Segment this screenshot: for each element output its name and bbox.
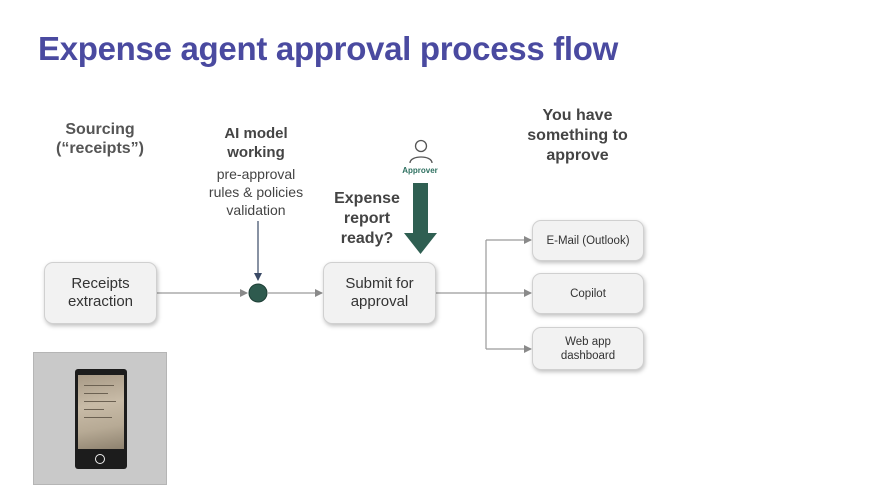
person-outline-icon: [409, 139, 433, 164]
expense-ready-question: Expense report ready?: [334, 190, 400, 247]
phone-receipt-photo: [33, 352, 167, 485]
approver-down-arrow: [404, 183, 437, 254]
sourcing-label: Sourcing (“receipts”): [55, 121, 145, 157]
copilot-node: Copilot: [532, 273, 644, 314]
approver-label: Approver: [402, 166, 438, 175]
receipts-extraction-node: Receipts extraction: [44, 262, 157, 324]
submit-for-approval-node: Submit for approval: [323, 262, 436, 324]
camera-shutter-icon: [95, 454, 105, 464]
email-outlook-node: E-Mail (Outlook): [532, 220, 644, 261]
ai-model-label: AI model working: [224, 125, 288, 161]
ai-decision-dot: [248, 283, 268, 303]
phone-screen: [75, 369, 127, 469]
receipt-image: [78, 375, 124, 449]
page-title: Expense agent approval process flow: [38, 30, 619, 67]
web-app-dashboard-node: Web app dashboard: [532, 327, 644, 370]
ai-model-description: pre-approval rules & policies validation: [208, 166, 304, 218]
approve-notice-label: You have something to approve: [527, 107, 628, 164]
